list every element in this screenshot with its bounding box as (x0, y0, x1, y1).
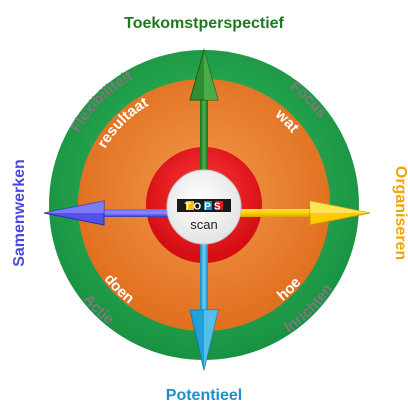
tops-logo: TOPS (177, 199, 231, 213)
label-organiseren: Organiseren (392, 166, 408, 260)
label-toekomstperspectief: Toekomstperspectief (124, 15, 284, 32)
arrow-down (189, 236, 219, 371)
arrow-right (232, 200, 371, 226)
arrow-up (189, 48, 219, 175)
arrow-left (43, 200, 175, 226)
scan-caption: scan (190, 217, 217, 232)
label-samenwerken: Samenwerken (11, 159, 28, 267)
logo-text: TOPS (184, 202, 223, 213)
label-potentieel: Potentieel (166, 387, 242, 404)
